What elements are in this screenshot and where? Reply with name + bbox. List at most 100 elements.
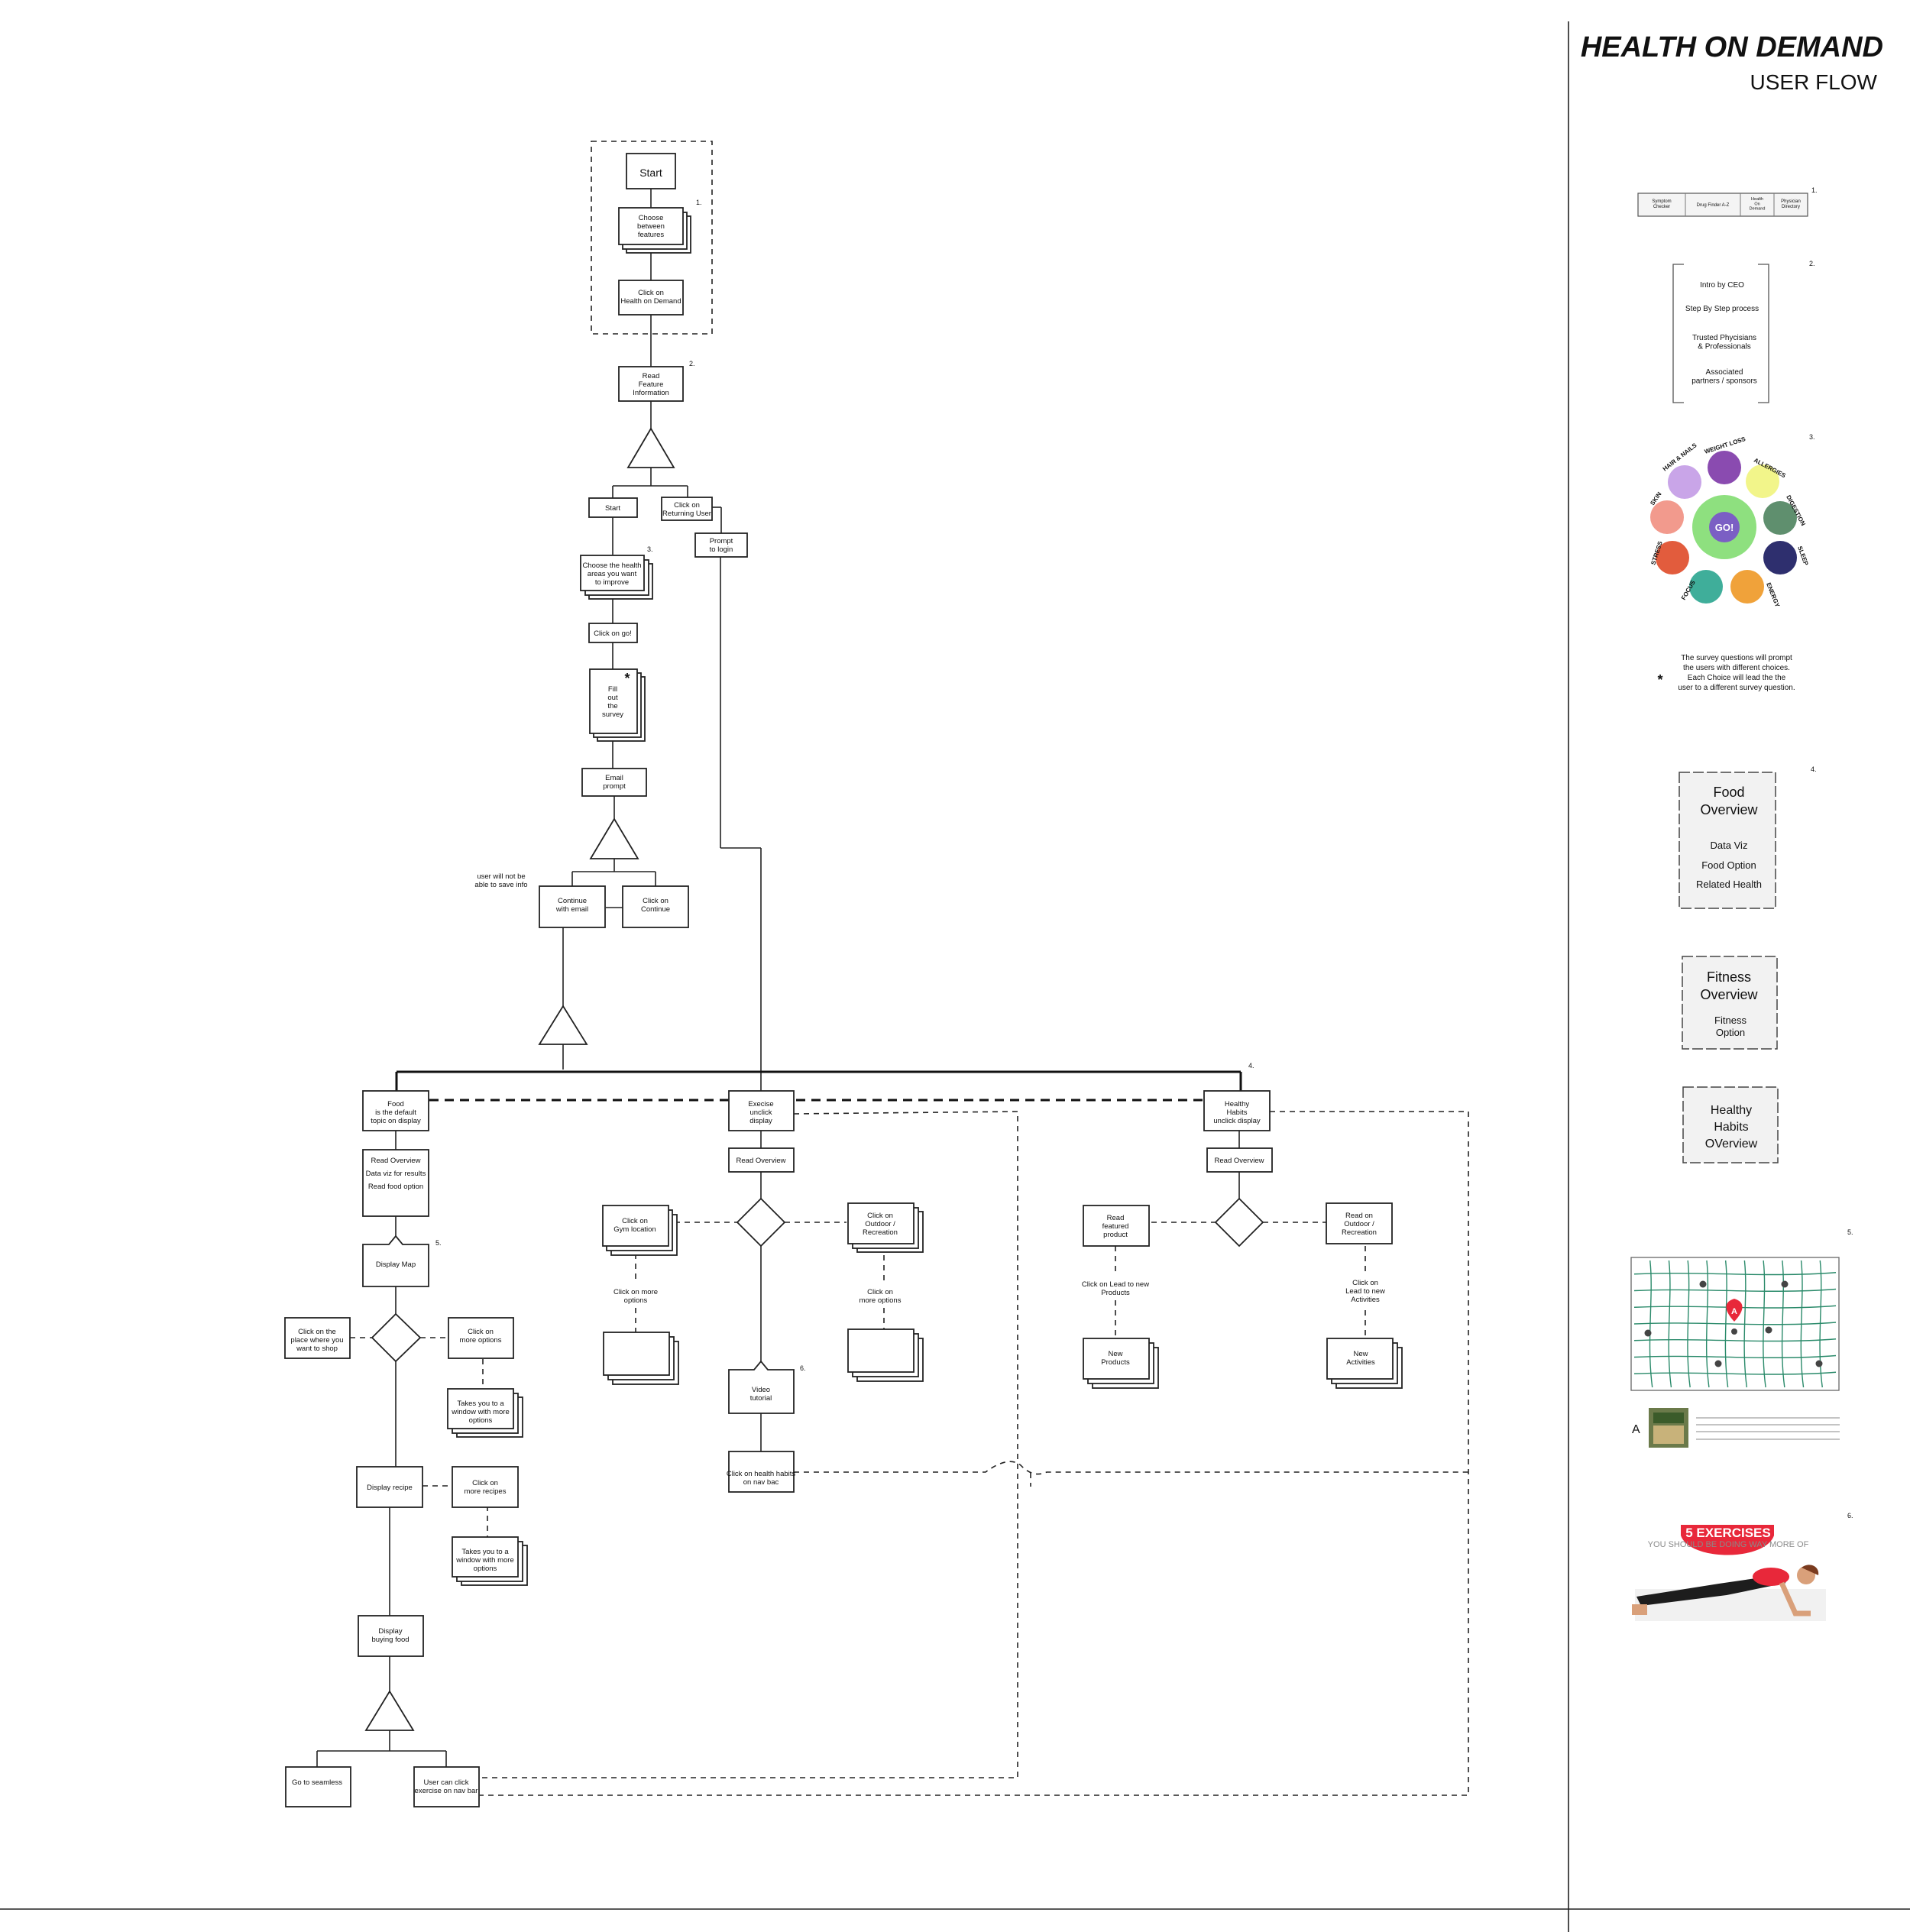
step-3: 3.: [647, 545, 653, 553]
map-selected-dot: [1731, 1328, 1737, 1335]
map-legend-marker: A: [1632, 1423, 1640, 1436]
focus-icon: [1689, 570, 1723, 604]
featured-box: [1083, 1205, 1150, 1247]
banner-headline: 5 EXERCISES: [1685, 1526, 1771, 1540]
outdoor-hab-box: [1326, 1202, 1393, 1244]
choose-health-box: [580, 555, 645, 591]
ref-step-4: 4.: [1811, 765, 1817, 773]
sleep-icon: [1763, 541, 1797, 574]
map-store-dot: [1765, 1326, 1772, 1334]
survey-note-asterisk: *: [1657, 672, 1662, 688]
read-overview-hab-box: [1206, 1147, 1273, 1173]
go-button-label: GO!: [1715, 522, 1734, 533]
read-overview-ex-label: Read Overview: [736, 1157, 786, 1165]
read-feature-box: [618, 366, 684, 402]
wheel-label-energy: ENERGY: [1765, 581, 1781, 608]
banner-subline: YOU SHOULD BE DOING WAY MORE OF: [1648, 1540, 1809, 1549]
decision-diamond-food: [371, 1312, 422, 1363]
map-pin-label: A: [1731, 1307, 1737, 1316]
ref-step-5: 5.: [1847, 1228, 1853, 1236]
exercise-banner: 5 EXERCISES YOU SHOULD BE DOING WAY MORE…: [1632, 1525, 1826, 1621]
survey-box: [589, 668, 638, 734]
map-pin-icon: [1726, 1299, 1743, 1322]
skin-icon: [1650, 500, 1684, 534]
hair-nails-icon: [1668, 465, 1701, 499]
food-card-item-option: Food Option: [1701, 859, 1756, 871]
map-legend: A: [1632, 1408, 1840, 1448]
app-title: HEALTH ON DEMAND: [1581, 31, 1883, 63]
intro-item-steps: Step By Step process: [1685, 305, 1759, 313]
decision-diamond-habits: [1214, 1197, 1264, 1248]
food-box: [362, 1090, 429, 1131]
intro-list: Intro by CEO Step By Step process Truste…: [1672, 264, 1769, 403]
takes-window-2-box: [452, 1536, 519, 1578]
outdoor-result-box: [847, 1328, 915, 1373]
reference-panel: HEALTH ON DEMAND USER FLOW 1. 2. 3. 4. 5…: [1581, 31, 1883, 1621]
map-store-dot: [1815, 1360, 1823, 1367]
intro-item-ceo: Intro by CEO: [1700, 281, 1744, 290]
branch-triangle-4: [364, 1690, 415, 1731]
food-card-item-dataviz: Data Viz: [1711, 840, 1748, 851]
step-5: 5.: [435, 1239, 442, 1247]
click-place-box: [284, 1317, 351, 1359]
food-overview-box: [362, 1149, 429, 1217]
energy-icon: [1730, 570, 1764, 604]
start2-box: [588, 497, 638, 518]
branch-triangle-3: [538, 1005, 588, 1045]
more-recipes-box: [452, 1466, 519, 1508]
wheel-label-sleep: SLEEP: [1796, 545, 1810, 567]
more-options-food-box: [448, 1317, 514, 1359]
map-store-dot: [1781, 1280, 1789, 1288]
click-hod-box: [618, 280, 684, 316]
label-masks: [604, 1274, 1394, 1310]
read-overview-hab-label: Read Overview: [1215, 1157, 1264, 1165]
step-6: 6.: [800, 1364, 806, 1372]
ref-step-2: 2.: [1809, 260, 1815, 267]
click-go-label: Click on go!: [594, 629, 632, 638]
display-map-box: [362, 1235, 429, 1287]
banner-badge: [1681, 1525, 1774, 1555]
branch-triangle-2: [589, 817, 639, 859]
gym-box: [602, 1205, 669, 1247]
entry-group-frame: [591, 141, 713, 335]
map-store-dot: [1699, 1280, 1707, 1288]
click-continue-box: [622, 885, 689, 928]
step-1: 1.: [696, 199, 702, 206]
step-4: 4.: [1248, 1062, 1254, 1070]
health-wheel: GO! HAIR & NAILS WEIGHT LOSS ALLERGIES D…: [1649, 435, 1810, 609]
allergies-icon: [1746, 464, 1779, 498]
choose-features-box: [618, 207, 684, 245]
app-subtitle: USER FLOW: [1750, 70, 1878, 94]
